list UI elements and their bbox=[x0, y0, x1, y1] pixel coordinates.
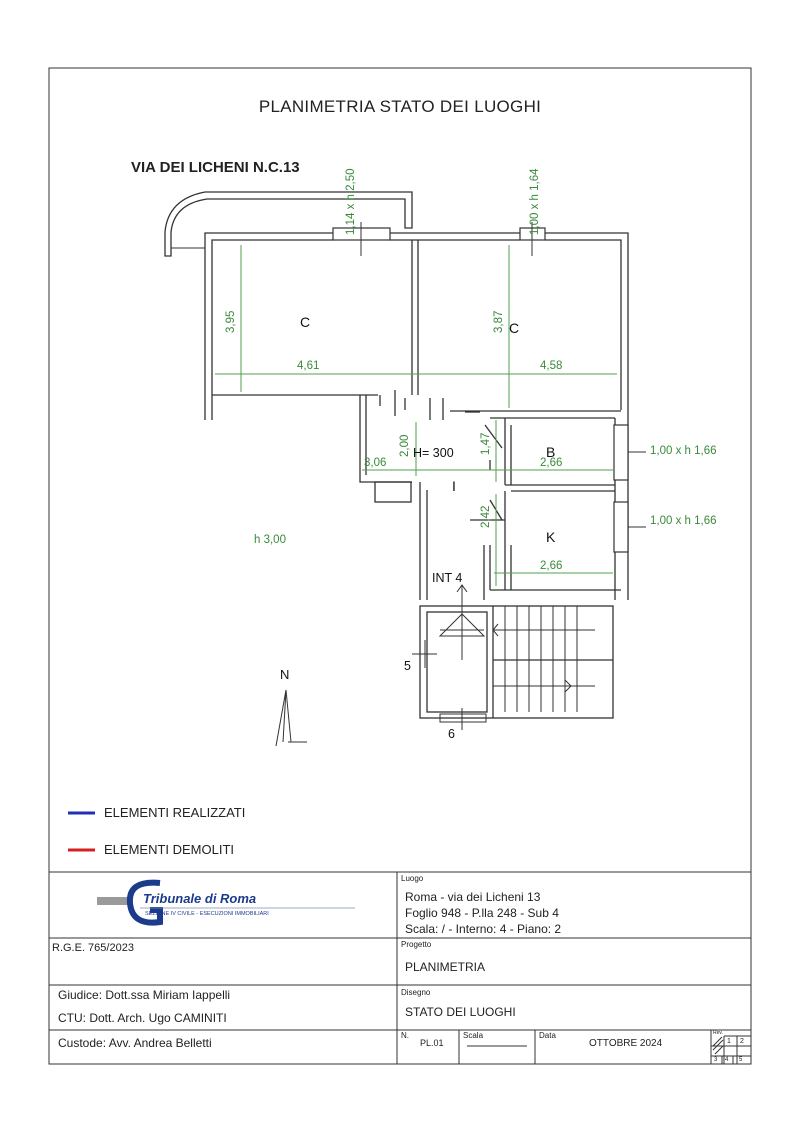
luogo-line1: Roma - via dei Licheni 13 bbox=[405, 890, 541, 904]
rge-number: R.G.E. 765/2023 bbox=[52, 942, 134, 954]
rev-number-2: 2 bbox=[740, 1038, 744, 1045]
kitchen-label: K bbox=[546, 529, 556, 545]
legend-built-label: ELEMENTI REALIZZATI bbox=[104, 805, 246, 820]
entry-height-label: H= 300 bbox=[413, 446, 454, 460]
balcony bbox=[164, 191, 413, 257]
ctu-name: CTU: Dott. Arch. Ugo CAMINITI bbox=[58, 1011, 227, 1025]
progetto-value: PLANIMETRIA bbox=[405, 960, 486, 974]
luogo-caption: Luogo bbox=[401, 874, 424, 883]
sheet-frame bbox=[48, 67, 752, 1065]
stair-label-6: 6 bbox=[448, 727, 455, 741]
bath-label: B bbox=[546, 444, 556, 460]
rev-number-3: 3 bbox=[714, 1057, 718, 1063]
giudice-name: Giudice: Dott.ssa Miriam Iappelli bbox=[58, 988, 231, 1002]
dimension-lines bbox=[215, 245, 617, 586]
stair-label-5: 5 bbox=[404, 659, 411, 673]
window-kitchen-label: 1,00 x h 1,66 bbox=[650, 515, 717, 527]
rev-caption: Rev. bbox=[713, 1030, 723, 1036]
drawing-title: PLANIMETRIA STATO DEI LUOGHI bbox=[258, 97, 542, 116]
room2-height-dim: 3,87 bbox=[493, 310, 505, 333]
bath-height-dim: 1,47 bbox=[480, 432, 492, 455]
scala-caption: Scala bbox=[463, 1031, 484, 1040]
unit-label: INT 4 bbox=[432, 571, 463, 585]
room2-label: C bbox=[509, 320, 520, 336]
disegno-value: STATO DEI LUOGHI bbox=[405, 1005, 516, 1019]
room1-width-dim: 4,61 bbox=[297, 360, 320, 372]
rev-number-1: 1 bbox=[727, 1038, 731, 1045]
luogo-line2: Foglio 948 - P.lla 248 - Sub 4 bbox=[405, 906, 559, 920]
corridor-height-dim: 2,00 bbox=[399, 434, 411, 457]
n-caption: N. bbox=[401, 1031, 409, 1040]
entry-label: I bbox=[452, 478, 456, 494]
north-arrow bbox=[275, 689, 307, 747]
title-block-grid bbox=[49, 871, 751, 1064]
progetto-caption: Progetto bbox=[401, 940, 432, 949]
logo-subtitle: SEZIONE IV CIVILE - ESECUZIONI IMMOBILIA… bbox=[145, 911, 269, 917]
luogo-line3: Scala: / - Interno: 4 - Piano: 2 bbox=[405, 922, 562, 936]
room1-height-dim: 3,95 bbox=[225, 310, 237, 333]
window-room1-label: 1,14 x h 2,50 bbox=[345, 168, 357, 236]
room2-width-dim: 4,58 bbox=[540, 360, 563, 372]
data-value: OTTOBRE 2024 bbox=[589, 1038, 663, 1049]
stair-treads bbox=[492, 606, 595, 712]
rev-number-5: 5 bbox=[739, 1057, 743, 1063]
bath-width-dim: 2,66 bbox=[540, 457, 563, 469]
tribunale-logo bbox=[97, 879, 355, 926]
custode-name: Custode: Avv. Andrea Belletti bbox=[58, 1036, 212, 1050]
kitchen-width-dim: 2,66 bbox=[540, 560, 563, 572]
n-value: PL.01 bbox=[420, 1038, 444, 1048]
street-label: VIA DEI LICHENI N.C.13 bbox=[131, 159, 300, 176]
disegno-caption: Disegno bbox=[401, 988, 431, 997]
ceiling-height-label: h 3,00 bbox=[254, 534, 286, 546]
rev-number-4: 4 bbox=[725, 1057, 729, 1063]
data-caption: Data bbox=[539, 1031, 556, 1040]
window-bath-label: 1,00 x h 1,66 bbox=[650, 445, 717, 457]
rev-hatch bbox=[712, 1036, 724, 1055]
legend-demolished-label: ELEMENTI DEMOLITI bbox=[104, 842, 235, 857]
north-label: N bbox=[280, 667, 290, 682]
room1-label: C bbox=[300, 314, 311, 330]
logo-name: Tribunale di Roma bbox=[143, 891, 257, 906]
corridor-width-dim: 3,06 bbox=[364, 457, 387, 469]
kitchen-height-dim: 2,42 bbox=[480, 505, 492, 528]
window-room2-label: 1,00 x h 1,64 bbox=[529, 168, 541, 236]
